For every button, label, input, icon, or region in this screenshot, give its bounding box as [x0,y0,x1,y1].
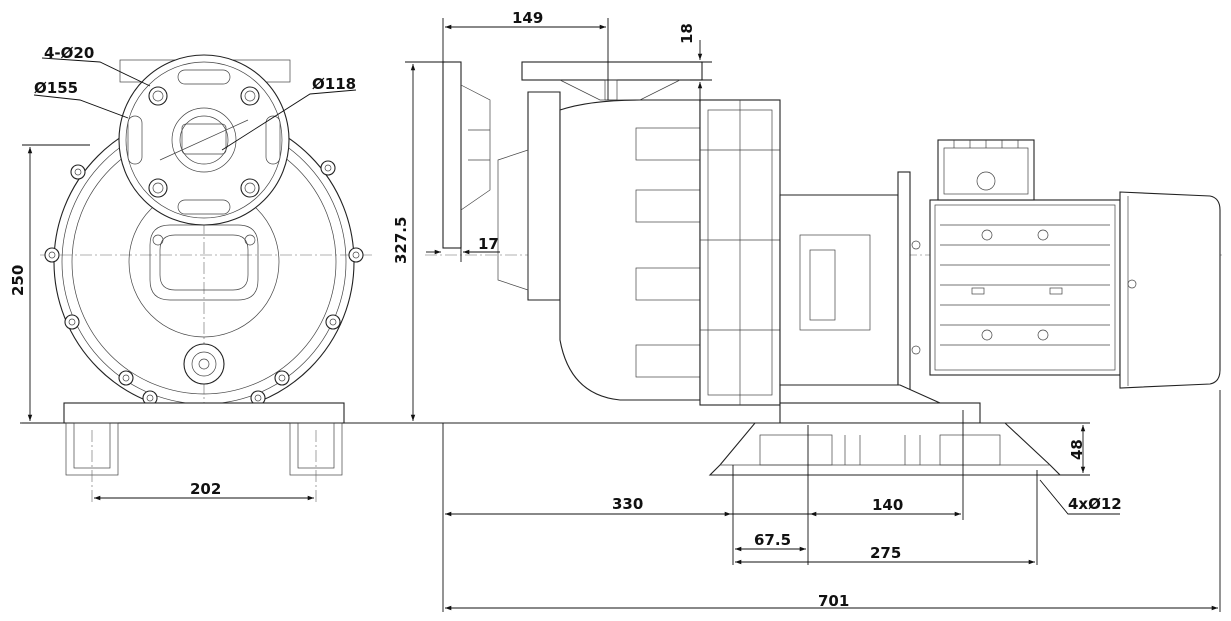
label-total-length: 701 [818,592,849,610]
label-dist-to-base-hole: 330 [612,495,643,513]
label-base-holes: 4xØ12 [1068,495,1122,513]
label-top-offset: 149 [512,9,543,27]
label-top-flange-thickness: 18 [678,23,696,44]
dimension-lines [22,18,1221,612]
label-bolt-holes-flange: 4-Ø20 [44,44,94,62]
label-bolt-circle-dia: Ø118 [312,75,356,93]
label-hole-spacing-140: 140 [872,496,903,514]
label-base-hole-offset: 67.5 [754,531,791,549]
label-flange-outer-dia: Ø155 [34,79,78,97]
label-foot-spacing-front: 202 [190,480,221,498]
flange-bolt-holes [148,86,260,198]
motor-cooling-fins [940,224,1110,346]
front-view [20,54,420,505]
dimension-labels: 4-Ø20 Ø155 Ø118 250 202 149 18 327.5 17 … [9,9,1122,610]
side-view [405,61,1225,476]
label-base-hole-spacing: 275 [870,544,901,562]
label-front-height: 250 [9,265,27,296]
label-total-height: 327.5 [392,217,410,264]
label-side-flange-thickness: 17 [478,235,499,253]
label-base-height: 48 [1068,439,1086,460]
volute-bolt-lugs [44,160,364,406]
